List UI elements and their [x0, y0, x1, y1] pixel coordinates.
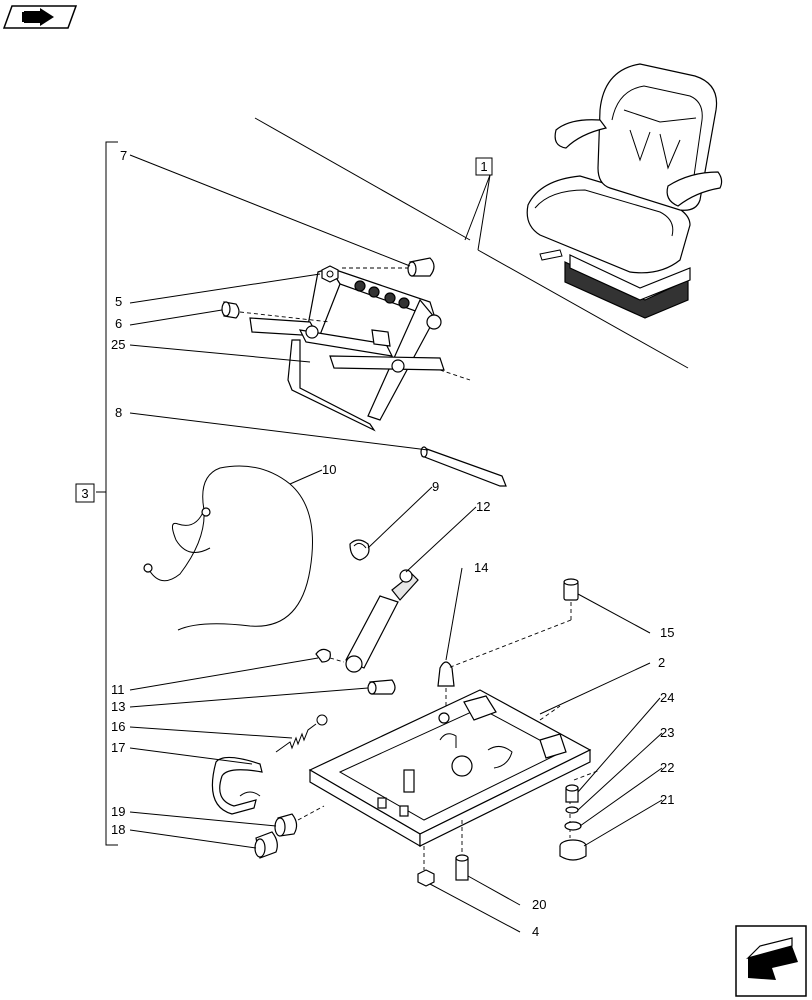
circlip-11 [315, 648, 345, 663]
callout-12: 12 [476, 499, 490, 514]
callout-20: 20 [532, 897, 546, 912]
callout-13: 13 [111, 699, 125, 714]
seat-label-box: 1 [475, 157, 493, 176]
upper-frame-illustration [239, 266, 471, 432]
guide-line-upper [254, 117, 471, 241]
callout-18: 18 [111, 822, 125, 837]
callout-10: 10 [322, 462, 336, 477]
nut-4 [417, 869, 435, 887]
washer-22 [564, 821, 582, 831]
callout-22: 22 [660, 760, 674, 775]
pin-7 [407, 257, 435, 277]
bolt-20 [455, 854, 469, 881]
callout-23: 23 [660, 725, 674, 740]
leader-lines [129, 154, 663, 933]
shock-absorber-12 [345, 569, 419, 673]
callout-21: 21 [660, 792, 674, 807]
callout-6: 6 [115, 316, 122, 331]
callout-17: 17 [111, 740, 125, 755]
callout-8: 8 [115, 405, 122, 420]
clip-9 [349, 539, 370, 561]
next-page-arrow-icon[interactable] [735, 925, 807, 997]
callout-4: 4 [532, 924, 539, 939]
callout-7: 7 [120, 148, 127, 163]
washer-23 [565, 806, 579, 814]
callout-14: 14 [474, 560, 488, 575]
bolt-24 [565, 784, 579, 803]
fitting-15 [447, 578, 579, 669]
cable-10 [143, 465, 313, 631]
guide-line-lower [477, 249, 689, 369]
seat-illustration [526, 63, 723, 319]
callout-19: 19 [111, 804, 125, 819]
callout-25: 25 [111, 337, 125, 352]
callout-2: 2 [658, 655, 665, 670]
back-arrow-icon[interactable] [2, 5, 78, 29]
bushing-6 [221, 301, 240, 319]
callout-11: 11 [111, 682, 125, 697]
group-label-seat: 1 [480, 159, 487, 174]
callout-15: 15 [660, 625, 674, 640]
group-bracket [96, 141, 118, 846]
callout-9: 9 [432, 479, 439, 494]
callout-16: 16 [111, 719, 125, 734]
spring-16 [275, 714, 328, 753]
part-18 [254, 831, 278, 859]
nut-5 [321, 265, 339, 283]
callout-5: 5 [115, 294, 122, 309]
base-plate-illustration [308, 689, 601, 870]
seat-pointer-line [464, 174, 491, 241]
callout-labels: 7 5 6 25 8 10 9 12 14 15 2 24 23 22 21 1… [111, 148, 674, 939]
group-label-suspension: 3 [81, 486, 88, 501]
group-3-label-box: 3 [75, 483, 95, 503]
bracket-17 [211, 756, 263, 815]
pin-13 [367, 679, 396, 695]
bushing-19 [274, 805, 325, 837]
spacer-21 [559, 839, 587, 861]
seat-pointer-line-2 [477, 174, 491, 251]
callout-24: 24 [660, 690, 674, 705]
